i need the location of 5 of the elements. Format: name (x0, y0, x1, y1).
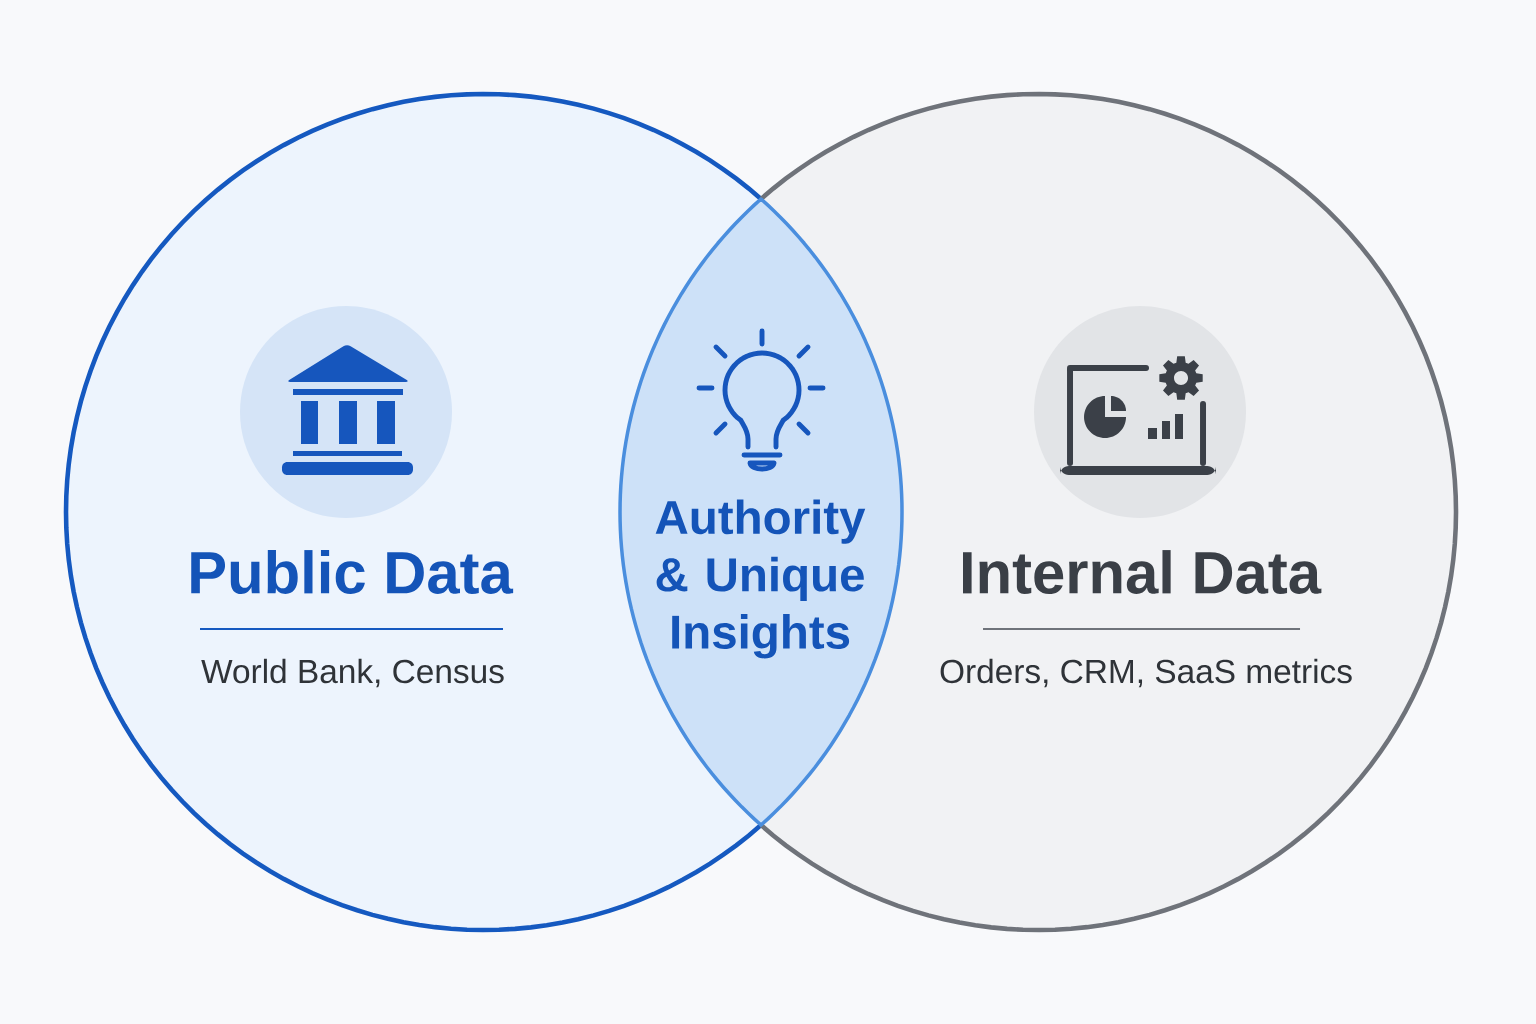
overlap-label: Authority & Unique Insights (655, 499, 866, 659)
subtitle: World Bank, Census (201, 658, 504, 688)
heading: Public Data (191, 550, 514, 594)
subtitle: Orders, CRM, SaaS metrics (940, 658, 1352, 688)
heading: Internal Data (963, 550, 1322, 594)
